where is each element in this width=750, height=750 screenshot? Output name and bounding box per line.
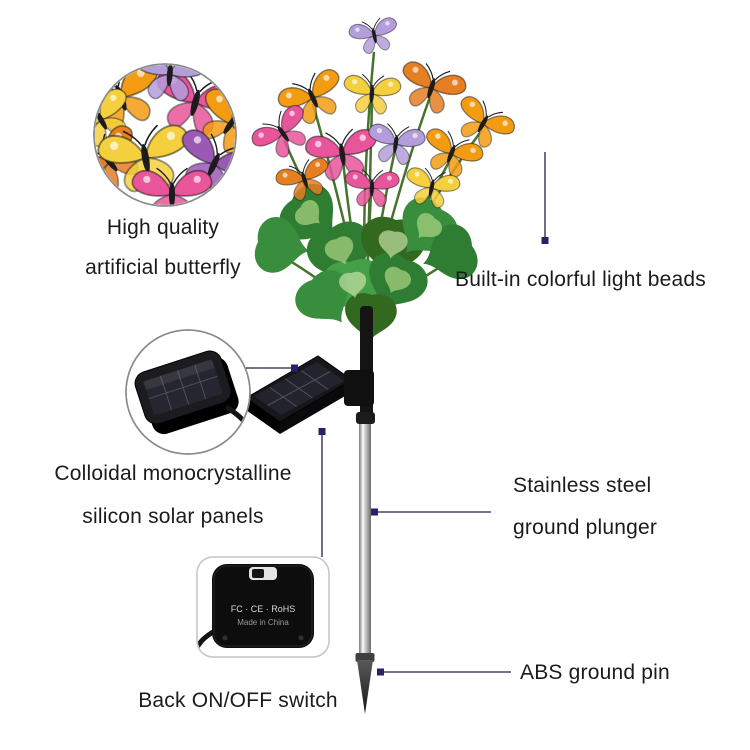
label-line-1: Stainless steel [513, 474, 652, 497]
label-artificial-butterfly: High quality artificial butterfly [13, 208, 313, 288]
butterfly-cluster [246, 14, 520, 213]
inset-butterfly-detail [93, 63, 237, 207]
switch-knob[interactable] [252, 569, 264, 578]
label-ground-pin: ABS ground pin [520, 659, 670, 687]
solar-panel-box [245, 355, 374, 434]
back-cable [198, 629, 216, 655]
inset-back-panel-detail: FC · CE · RoHS Made in China [196, 556, 330, 658]
stem-tube [360, 306, 373, 424]
label-ground-plunger: Stainless steel ground plunger [513, 465, 657, 549]
label-line-2: silicon solar panels [82, 505, 264, 528]
label-line-2: artificial butterfly [85, 256, 241, 279]
made-in-text: Made in China [237, 618, 289, 627]
label-line-1: High quality [106, 216, 220, 239]
ground-plunger-pole [355, 412, 375, 714]
abs-ground-pin-tip [357, 660, 373, 714]
callout-lines [246, 152, 546, 673]
label-solar-panels: Colloidal monocrystalline silicon solar … [23, 452, 323, 538]
tip-collar [355, 653, 375, 662]
label-line-1: Colloidal monocrystalline [54, 462, 292, 485]
label-light-beads: Built-in colorful light beads [455, 266, 706, 294]
product [245, 14, 520, 714]
label-line-1: Built-in colorful light beads [455, 268, 706, 291]
callout-markers [291, 237, 549, 676]
label-line-2: ground plunger [513, 516, 658, 539]
certification-marks: FC · CE · RoHS [231, 604, 296, 614]
label-line-1: ABS ground pin [520, 661, 670, 684]
pole-clamp [344, 370, 374, 406]
label-back-switch: Back ON/OFF switch [88, 686, 388, 716]
label-line-1: Back ON/OFF switch [138, 689, 338, 712]
inset-solar-panel-detail [125, 329, 251, 455]
